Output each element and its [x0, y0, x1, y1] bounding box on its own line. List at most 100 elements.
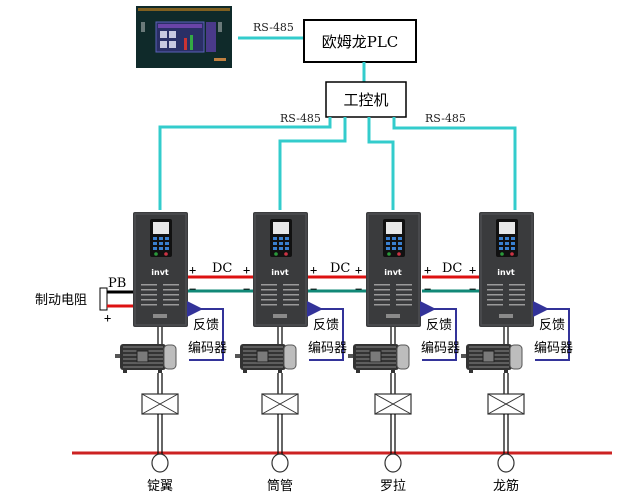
display-screen — [153, 222, 169, 234]
keypad-button — [273, 237, 277, 240]
keypad-button — [386, 242, 390, 245]
inverter-body — [366, 212, 421, 327]
feedback-line — [533, 301, 570, 361]
gearbox-icon — [374, 393, 412, 415]
drive-units: invt锭翼反馈编码器invt筒管反馈编码器invt罗拉反馈编码器invt龙筋反… — [115, 212, 573, 494]
keypad-button — [511, 242, 515, 245]
keypad-button — [285, 247, 289, 250]
encoder-label: 编码器 — [188, 341, 227, 356]
rs485-bus — [158, 117, 517, 210]
dc-label-3: DC — [442, 261, 462, 276]
load-roller-icon — [151, 453, 169, 473]
dc-plus-sign: + — [243, 263, 250, 277]
keypad-button — [153, 237, 157, 240]
motor-icon — [115, 344, 177, 373]
keypad-button — [392, 237, 396, 240]
keypad-button — [279, 237, 283, 240]
motor-icon — [348, 344, 410, 373]
gearbox-icon — [261, 393, 299, 415]
keypad-button — [159, 242, 163, 245]
feedback-label: 反馈 — [313, 318, 339, 333]
keypad-button — [386, 237, 390, 240]
dc-minus-sign: − — [310, 282, 317, 296]
dc-minus-sign: − — [243, 282, 250, 296]
brake-resistor-label: 制动电阻 — [35, 293, 87, 308]
keypad-button — [499, 237, 503, 240]
feedback-line — [307, 301, 344, 361]
load-roller-icon — [271, 453, 289, 473]
brand-logo: invt — [151, 268, 169, 277]
keypad-button — [398, 237, 402, 240]
dc-plus-sign: + — [355, 263, 362, 277]
dc-plus-sign: + — [424, 263, 431, 277]
load-roller-icon — [384, 453, 402, 473]
brake-plus-label: + — [104, 311, 111, 325]
load-label: 罗拉 — [380, 479, 406, 494]
keypad-button — [159, 247, 163, 250]
keypad-button — [505, 242, 509, 245]
encoder-label: 编码器 — [421, 341, 460, 356]
display-screen — [273, 222, 289, 234]
dc-plus-sign: + — [310, 263, 317, 277]
inverter-body — [479, 212, 534, 327]
keypad-button — [285, 237, 289, 240]
dc-bus: DC DC DC + − + − + − + − + − + − — [187, 261, 479, 296]
inverter-body — [253, 212, 308, 327]
ipc-label: 工控机 — [343, 91, 388, 109]
keypad-button — [505, 247, 509, 250]
rs485-link-drive-2 — [278, 117, 347, 210]
plc-box: 欧姆龙PLC — [303, 19, 417, 63]
load-label: 龙筋 — [493, 478, 519, 494]
ipc-box: 工控机 — [325, 81, 407, 118]
keypad-button — [499, 242, 503, 245]
gearbox-icon — [487, 393, 525, 415]
keypad-button — [153, 247, 157, 250]
rs485-label-left: RS-485 — [280, 112, 321, 125]
keypad-button — [386, 247, 390, 250]
keypad-button — [505, 237, 509, 240]
dc-minus-sign: − — [355, 282, 362, 296]
rs485-label-right: RS-485 — [425, 112, 466, 125]
keypad-button — [273, 247, 277, 250]
motor-icon — [235, 344, 297, 373]
feedback-label: 反馈 — [539, 318, 565, 333]
motor-icon — [461, 344, 523, 373]
feedback-line — [187, 301, 224, 361]
keypad-button — [499, 247, 503, 250]
keypad-button — [165, 242, 169, 245]
keypad-button — [279, 242, 283, 245]
plc-label: 欧姆龙PLC — [322, 33, 399, 51]
keypad-button — [153, 242, 157, 245]
rs485-link-drive-3 — [367, 117, 395, 210]
encoder-label: 编码器 — [308, 341, 347, 356]
keypad-button — [511, 237, 515, 240]
keypad-button — [398, 247, 402, 250]
keypad-button — [392, 242, 396, 245]
dc-minus-sign: − — [189, 282, 196, 296]
load-label: 锭翼 — [147, 479, 173, 494]
load-roller-icon — [497, 453, 515, 473]
pb-terminal-label: PB — [108, 276, 126, 291]
dc-minus-sign: − — [469, 282, 476, 296]
display-screen — [499, 222, 515, 234]
brand-logo: invt — [384, 268, 402, 277]
feedback-label: 反馈 — [193, 318, 219, 333]
keypad-button — [511, 247, 515, 250]
keypad-button — [392, 247, 396, 250]
dc-minus-sign: − — [424, 282, 431, 296]
load-label: 筒管 — [267, 478, 293, 494]
keypad-button — [165, 247, 169, 250]
display-screen — [386, 222, 402, 234]
dc-plus-sign: + — [469, 263, 476, 277]
dc-label-1: DC — [212, 261, 232, 276]
keypad-button — [285, 242, 289, 245]
rs485-link-drive-1 — [158, 117, 332, 210]
gearbox-icon — [141, 393, 179, 415]
brand-logo: invt — [497, 268, 515, 277]
hmi-screen — [136, 6, 232, 68]
